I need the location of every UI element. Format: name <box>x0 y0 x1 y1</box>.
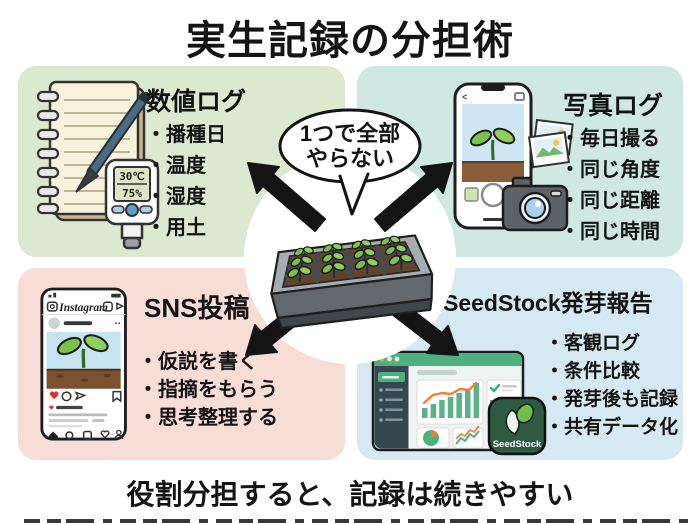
post-photo <box>46 331 121 389</box>
seedstock-app-icon: SeedStock <box>487 396 547 456</box>
camera-icon <box>501 176 569 232</box>
photo-log-title: 写真ログ <box>563 92 664 120</box>
bar-chart-card <box>416 379 484 425</box>
seedstock-items: ・客観ログ ・条件比較 ・発芽後も記録 ・共有データ化 <box>545 330 678 442</box>
seedstock-title: SeedStock発芽報告 <box>443 290 653 316</box>
sidebar <box>374 366 409 449</box>
numeric-log-items: ・播種日 ・温度 ・湿度 ・用土 <box>146 120 226 244</box>
thermometer-icon: 30℃ 75% <box>104 158 160 250</box>
instagram-logo-text: Instagram <box>58 302 108 314</box>
list-item: ・共有データ化 <box>545 417 679 438</box>
bubble-line-2: やらない <box>305 146 394 171</box>
list-item: ・播種日 <box>146 124 226 146</box>
list-item: ・同じ時間 <box>560 221 660 243</box>
list-item: ・用土 <box>146 217 206 239</box>
list-item: ・仮説を書く <box>138 351 258 373</box>
panel-photo-log: < <box>357 66 683 257</box>
photo-log-items: ・毎日撮る ・同じ角度 ・同じ距離 ・同じ時間 <box>560 124 660 248</box>
pie-chart-card <box>416 427 450 449</box>
temperature-readout: 30℃ <box>119 170 145 183</box>
list-item: ・毎日撮る <box>560 128 660 150</box>
list-item: ・指摘をもらう <box>138 379 278 401</box>
list-item: ・思考整理する <box>138 407 278 429</box>
sidebar-items <box>379 388 403 422</box>
notebook-thermometer-illustration: 30℃ 75% <box>36 80 160 250</box>
list-item: ・温度 <box>146 155 206 177</box>
footer-caption: 役割分担すると、記録は続きやすい <box>126 479 574 510</box>
humidity-readout: 75% <box>122 187 142 200</box>
cropped-text-strip <box>24 519 688 523</box>
panel-sns-post: Instagram <box>18 268 345 460</box>
dashboard-illustration: SeedStock <box>371 350 547 456</box>
panel-seedstock-report: SeedStock SeedStock発芽報告 ・客観ログ ・条件比較 ・発芽後… <box>357 268 683 460</box>
svg-text:<: < <box>462 92 467 102</box>
line-chart-card <box>452 425 484 449</box>
list-item: ・湿度 <box>146 186 206 208</box>
speech-bubble-text: 1つで全部 やらない <box>268 121 432 171</box>
list-item: ・客観ログ <box>545 333 641 354</box>
action-row <box>49 390 122 403</box>
sns-post-items: ・仮説を書く ・指摘をもらう ・思考整理する <box>138 348 278 432</box>
instagram-phone-illustration: Instagram <box>40 287 127 441</box>
numeric-log-title: 数値ログ <box>146 88 247 116</box>
seedstock-app-label: SeedStock <box>493 439 542 450</box>
spiral-rings <box>36 90 60 215</box>
photo-prints-icon <box>527 118 574 169</box>
camera-app-photo <box>462 104 524 182</box>
list-item: ・条件比較 <box>545 361 641 382</box>
page-title: 実生記録の分担術 <box>186 19 514 63</box>
list-item: ・同じ距離 <box>560 190 660 212</box>
sns-post-title: SNS投稿 <box>144 293 250 323</box>
list-item: ・同じ角度 <box>560 159 660 181</box>
instagram-header: Instagram <box>46 301 125 314</box>
pen-icon <box>75 92 150 193</box>
bubble-line-1: 1つで全部 <box>299 121 401 146</box>
bottom-nav <box>48 429 124 440</box>
list-item: ・発芽後も記録 <box>545 389 679 410</box>
phone-camera-illustration: < <box>453 82 574 232</box>
